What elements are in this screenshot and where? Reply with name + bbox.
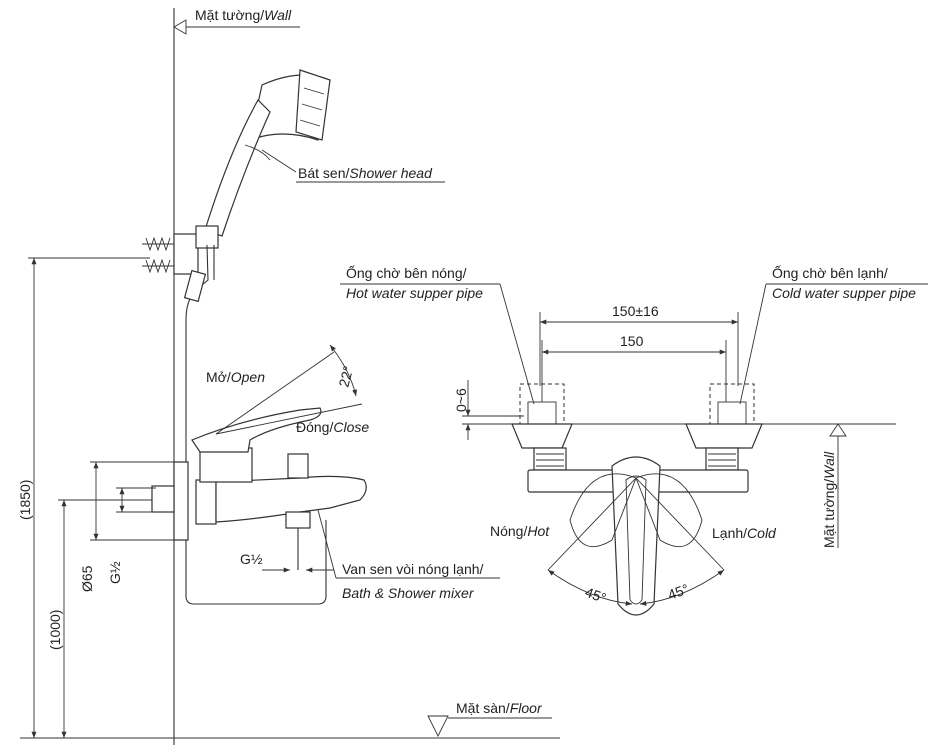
dim-0-6-label: 0~6: [453, 388, 469, 412]
mixer-label-line2: Bath & Shower mixer: [342, 585, 475, 601]
bath-shower-mixer: [151, 407, 367, 570]
side-view: Mặt tường/Wall Bát sen/Shower head: [17, 7, 560, 745]
angle-45-right-label: 45°: [666, 581, 691, 603]
open-position-line: [215, 351, 335, 435]
lever-hot-position: [569, 473, 637, 548]
cold-pipe-label-line2: Cold water supper pipe: [772, 285, 916, 301]
shower-head-label: Bát sen/Shower head: [298, 165, 433, 181]
diameter-label: Ø65: [79, 565, 95, 592]
g-half-vertical-label: G½: [107, 561, 123, 584]
cold-label: Lạnh/Cold: [712, 525, 777, 541]
shower-head: [204, 69, 331, 237]
close-position-line: [215, 403, 363, 435]
floor-label: Mặt sàn/Floor: [456, 700, 543, 716]
front-view: 150±16 150 0~6 45° 45° Nóng/Hot Lạnh/Col…: [340, 264, 928, 616]
hot-pipe-label-line1: Ống chờ bên nóng/: [346, 264, 467, 281]
height-1000-label: (1000): [47, 610, 63, 650]
open-label: Mở/Open: [206, 369, 265, 385]
dim-150-16-label: 150±16: [612, 303, 659, 319]
front-wall-marker-icon: [829, 423, 847, 437]
height-1850-label: (1850): [17, 480, 33, 520]
front-wall-label: Mặt tường/Wall: [821, 451, 837, 548]
floor-marker-icon: [427, 715, 449, 738]
close-label: Đóng/Close: [296, 419, 369, 435]
g-half-horizontal-label: G½: [240, 551, 263, 567]
hot-label: Nóng/Hot: [490, 523, 550, 539]
wall-top-label: Mặt tường/Wall: [195, 7, 292, 23]
wall-bracket: [142, 225, 219, 275]
cold-pipe-label-line1: Ống chờ bên lạnh/: [772, 264, 888, 281]
dim-150-label: 150: [620, 333, 644, 349]
cold-supply-pipe: [709, 383, 755, 425]
lever-front: [611, 456, 661, 616]
mixer-label-line1: Van sen vòi nóng lạnh/: [342, 561, 484, 577]
lever-angle-label: 22°: [335, 364, 356, 389]
lever-cold-position: [635, 473, 703, 548]
hot-pipe-label-line2: Hot water supper pipe: [346, 285, 483, 301]
angle-45-left-label: 45°: [583, 584, 608, 606]
wall-marker-icon: [173, 19, 187, 35]
